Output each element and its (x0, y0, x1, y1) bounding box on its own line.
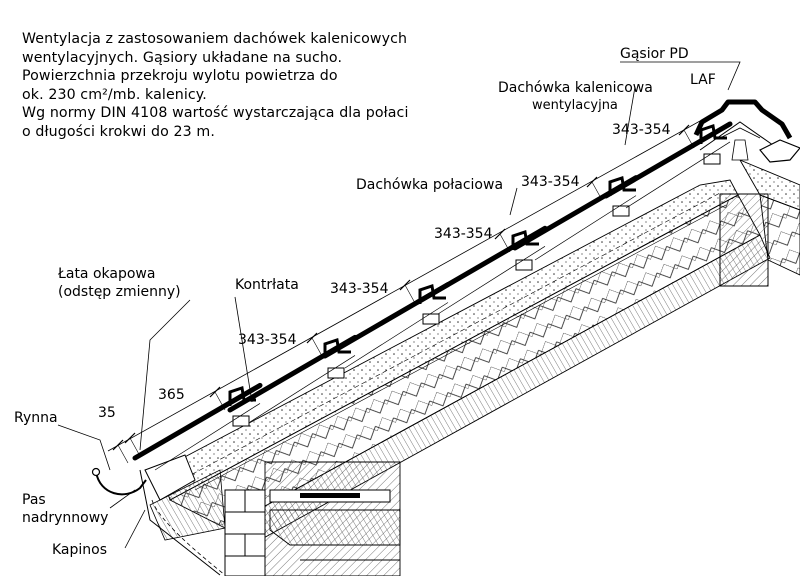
right-slope-layers (738, 159, 800, 211)
label-ridge-tile-2: wentylacyjna (532, 98, 618, 113)
extension-line (499, 233, 511, 253)
dim-course-spacing: 343-354 (238, 332, 297, 348)
wall (224, 461, 401, 576)
label-drip-cap: Kapinos (52, 542, 108, 558)
tile-batten (232, 415, 250, 427)
description-line: Powierzchnia przekroju wylotu powietrza … (22, 68, 338, 85)
description-line: o długości krokwi do 23 m. (22, 123, 215, 140)
extension-line (129, 437, 141, 457)
right-slope-insulation (759, 194, 800, 276)
label-laf: LAF (690, 72, 716, 88)
dim-course-spacing: 343-354 (521, 174, 580, 190)
label-gasior: Gąsior PD (620, 46, 689, 62)
roof-tile (603, 121, 733, 209)
tile-batten (703, 153, 721, 165)
tile-batten (515, 259, 533, 271)
ridge-cap (693, 99, 800, 163)
description-line: ok. 230 cm²/mb. kalenicy. (22, 86, 207, 103)
label-ridge-tile-1: Dachówka kalenicowa (498, 80, 653, 96)
label-eave-batten-2: (odstęp zmienny) (58, 284, 181, 300)
label-drip-edge-1: Pas (22, 492, 46, 508)
extension-line (591, 181, 603, 201)
dim-first-course: 365 (158, 387, 185, 403)
description-line: Wentylacja z zastosowaniem dachówek kale… (22, 31, 408, 47)
label-gutter: Rynna (14, 410, 58, 426)
description-note: Wentylacja z zastosowaniem dachówek kale… (22, 30, 422, 142)
roof-tiles (132, 121, 733, 471)
label-counter-batten: Kontrłata (235, 277, 299, 293)
label-drip-edge-2: nadrynnowy (22, 510, 109, 526)
ridge-beam (719, 193, 769, 287)
insulation-layer (169, 194, 761, 529)
dim-course-spacing: 343-354 (434, 226, 493, 242)
gutter (95, 471, 147, 496)
dim-eave-overhang: 35 (98, 405, 116, 421)
extension-line (214, 391, 226, 411)
tile-batten (327, 367, 345, 379)
description-line: wentylacyjnych. Gąsiory układane na such… (22, 49, 343, 66)
extension-line (404, 284, 416, 304)
dimension-chain (107, 120, 701, 464)
extension-line (117, 444, 129, 464)
dim-course-spacing: 343-354 (612, 122, 671, 138)
leader-lines (57, 61, 741, 549)
label-field-tile: Dachówka połaciowa (356, 177, 504, 193)
roof-tile (132, 382, 263, 471)
label-eave-batten-1: Łata okapowa (58, 266, 156, 282)
tile-batten (422, 313, 440, 325)
description-line: Wg normy DIN 4108 wartość wystarczająca … (22, 105, 409, 122)
extension-line (311, 337, 323, 357)
tile-batten (612, 205, 630, 217)
extension-line (683, 129, 695, 149)
dim-course-spacing: 343-354 (330, 281, 389, 297)
eave-details (139, 454, 226, 576)
